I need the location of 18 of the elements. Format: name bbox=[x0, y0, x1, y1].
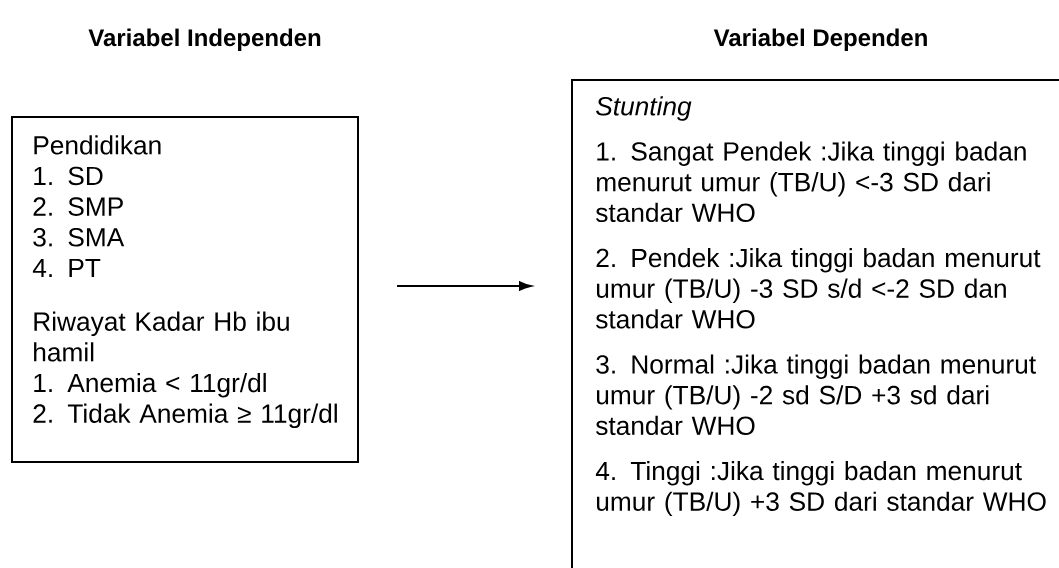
node-label: 4. Tinggi :Jika tinggi badan menurut umur (TB/U) +3 SD dari standar WHO bbox=[595, 460, 1046, 517]
column-heading: Variabel Independen bbox=[88, 28, 321, 51]
node-label: 1. SD bbox=[34, 166, 103, 186]
node-label: 1. Anemia < 11gr/dl bbox=[34, 372, 266, 398]
node-label: 2. Pendek :Jika tinggi badan menurut umur (TB/U) -3 SD s/d <-2 SD dan standar WHO bbox=[596, 247, 1041, 329]
node-label: Stunting bbox=[596, 96, 692, 121]
column-heading: Variabel Dependen bbox=[713, 28, 927, 51]
node-label: 3. SMA bbox=[33, 227, 125, 247]
arrow bbox=[396, 281, 532, 291]
variable-box: Pendidikan 1. SD 2. SMP 3. SMA 4. PT Riwayat Kadar Hb ibu hamil 1. Anemia < 11gr/dl 2. Tidak Anemia ≥ 11gr/dl bbox=[11, 116, 359, 463]
node-label: 1. Sangat Pendek :Jika tinggi badan menurut umur (TB/U) <-3 SD dari standar WHO bbox=[596, 141, 1026, 223]
variable-box: Stunting 1. Sangat Pendek :Jika tinggi badan menurut umur (TB/U) <-3 SD dari standar WHO 2. Pendek :Jika tinggi badan menurut umur (TB/U) -3 SD s/d <-2 SD dan standar WHO 3. Normal :Jika tinggi badan menurut umur (TB/U) -2 sd S/D +3 sd dari standar WHO 4. Tinggi :Jika tinggi badan menurut umur (TB/U) +3 SD dari standar WHO bbox=[571, 79, 1059, 568]
node-label: 2. SMP bbox=[33, 197, 123, 216]
node-label: 4. PT bbox=[32, 258, 101, 277]
node-label: Pendidikan bbox=[34, 135, 161, 155]
node-label: 3. Normal :Jika tinggi badan menurut umur (TB/U) -2 sd S/D +3 sd dari standar WHO bbox=[596, 354, 1036, 436]
node-label: Riwayat Kadar Hb ibu hamil bbox=[34, 311, 289, 362]
node-label: 2. Tidak Anemia ≥ 11gr/dl bbox=[33, 403, 337, 429]
